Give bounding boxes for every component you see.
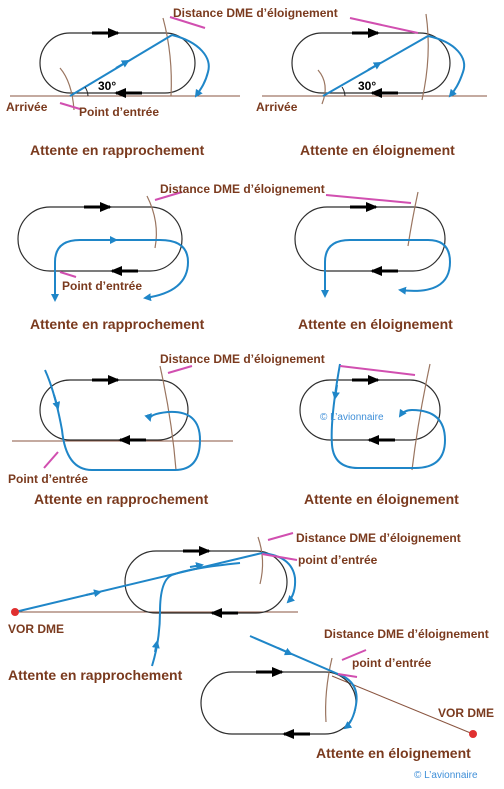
turn-path (427, 35, 466, 98)
turn-path (337, 673, 358, 730)
entry-path (44, 369, 202, 471)
caption-outbound-2: Attente en éloignement (298, 316, 453, 332)
entry-path (324, 239, 452, 296)
entry-point-label-1: Point d’entrée (79, 105, 160, 119)
caption-outbound-3: Attente en éloignement (304, 491, 459, 507)
angle-label-2: 30° (358, 79, 377, 93)
dme-arc (146, 195, 157, 249)
pattern-2-outbound (294, 191, 452, 298)
entry-arrow (115, 59, 130, 69)
dme-marker (325, 194, 412, 204)
racetrack (39, 379, 189, 441)
entry-arrow (367, 61, 382, 71)
entry-point-label-4: point d’entrée (298, 553, 378, 567)
pattern-4-inbound (11, 532, 298, 667)
entry-leg (249, 635, 339, 675)
entry-point-label-3: Point d’entrée (8, 472, 89, 486)
vor-dme-station (11, 608, 19, 616)
dme-marker (167, 365, 193, 374)
dme-arc (159, 365, 177, 471)
entry-path (54, 239, 190, 302)
turn-path (171, 34, 210, 98)
racetrack (124, 550, 288, 614)
track-arrow (189, 562, 204, 570)
pattern-3-outbound (299, 363, 447, 471)
pattern-3-inbound (12, 365, 233, 471)
vor-radial-path (14, 552, 263, 613)
caption-inbound-2: Attente en rapprochement (30, 316, 205, 332)
pattern-1-inbound (10, 16, 240, 111)
entry-arrow (52, 394, 61, 410)
arrival-label-1: Arrivée (6, 100, 48, 114)
dme-distance-label-4: Distance DME d’éloignement (296, 531, 461, 545)
dme-arc (257, 536, 264, 585)
entry-marker (59, 102, 81, 110)
dme-marker (154, 191, 183, 201)
dme-marker (267, 532, 294, 541)
entry-arrow (277, 647, 293, 656)
dme-distance-label-5: Distance DME d’éloignement (324, 627, 489, 641)
vor-radial-arrow (85, 589, 102, 598)
angle-arc (341, 86, 346, 97)
entry-arrow (331, 384, 340, 400)
entry-arrow (151, 640, 160, 653)
entry-path (330, 363, 447, 469)
watermark-center: © L’avionnaire (320, 412, 384, 423)
racetrack (291, 32, 451, 94)
dme-arc (407, 191, 419, 247)
dme-marker (349, 17, 419, 34)
vor-dme-station (469, 730, 477, 738)
caption-inbound-3: Attente en rapprochement (34, 491, 209, 507)
fix-arc (317, 69, 326, 105)
angle-arc (84, 86, 89, 97)
vor-dme-label-2: VOR DME (438, 706, 495, 720)
dme-distance-label-3: Distance DME d’éloignement (160, 352, 325, 366)
dme-distance-label-2: Distance DME d’éloignement (160, 182, 325, 196)
pattern-1-outbound (262, 13, 487, 105)
entry-point-label-2: Point d’entrée (62, 279, 143, 293)
radial-line (331, 675, 474, 735)
entry-marker (337, 673, 358, 678)
fix-arc (59, 67, 75, 111)
dme-marker (341, 649, 367, 661)
caption-inbound-4: Attente en rapprochement (8, 667, 183, 683)
pattern-4-outbound (200, 635, 477, 739)
racetrack (39, 32, 196, 94)
entry-marker (43, 451, 59, 469)
caption-inbound-1: Attente en rapprochement (30, 142, 205, 158)
dme-marker (339, 365, 416, 376)
dme-distance-label-1: Distance DME d’éloignement (173, 6, 338, 20)
pattern-2-inbound (17, 191, 190, 302)
racetrack (294, 206, 446, 272)
dme-arc (421, 13, 429, 101)
dme-marker (169, 16, 206, 29)
arrival-label-2: Arrivée (256, 100, 298, 114)
racetrack (17, 206, 183, 272)
entry-marker (59, 271, 77, 278)
caption-outbound-4: Attente en éloignement (316, 745, 471, 761)
racetrack (299, 379, 441, 441)
entry-point-label-5: point d’entrée (352, 656, 432, 670)
entry-marker (261, 553, 298, 561)
caption-outbound-1: Attente en éloignement (300, 142, 455, 158)
vor-dme-label-1: VOR DME (8, 622, 65, 636)
dme-arc (162, 17, 172, 97)
dme-arc (325, 657, 333, 723)
racetrack (200, 671, 357, 735)
angle-label-1: 30° (98, 79, 117, 93)
watermark-corner: © L’avionnaire (414, 770, 478, 781)
dme-arc (411, 363, 431, 471)
